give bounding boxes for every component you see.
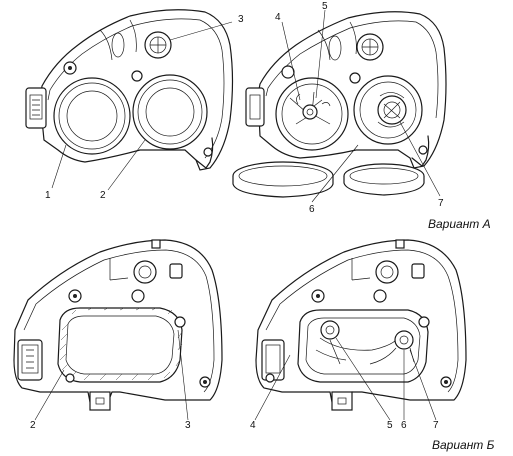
headlamp-b-left [13,239,223,411]
leader-lines [34,9,441,421]
callout-b-6: 6 [401,420,407,431]
callout-a-4: 4 [275,12,281,23]
callout-a-6: 6 [309,204,315,215]
callout-b-3: 3 [185,420,191,431]
callout-b-2: 2 [30,420,36,431]
headlamp-a-assembled [25,9,234,171]
callout-a-1: 1 [45,190,51,201]
callout-a-7: 7 [438,198,444,209]
callout-a-3: 3 [238,14,244,25]
callouts: 1 2 3 4 5 6 7 2 3 4 5 6 7 [30,1,444,431]
variant-a-title: Вариант А [428,217,491,231]
callout-b-5: 5 [387,420,393,431]
callout-a-2: 2 [100,190,106,201]
callout-b-7: 7 [433,420,439,431]
headlamp-b-right [255,239,467,411]
headlamp-a-opened [232,11,447,198]
variant-b-title: Вариант Б [432,438,495,452]
callout-b-4: 4 [250,420,256,431]
callout-a-5: 5 [322,1,328,12]
